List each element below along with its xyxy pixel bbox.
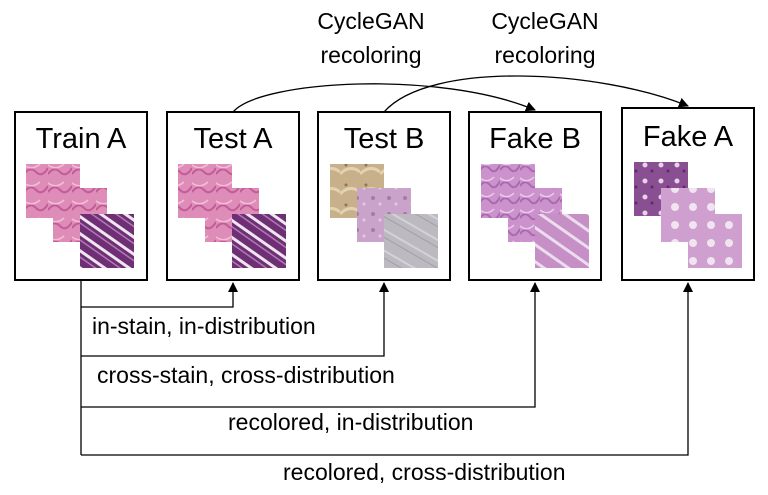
tissue-thumbnails-fake-a	[634, 162, 742, 268]
label-recolored-in: recolored, in-distribution	[228, 409, 473, 435]
box-title-test-b: Test B	[344, 123, 425, 155]
tissue-thumbnails-train-a	[26, 164, 134, 268]
box-fake-a: Fake A	[621, 107, 755, 281]
tissue-thumbnails-fake-b	[481, 164, 589, 268]
arc-cyclegan-test-b-to-fake-a	[383, 75, 689, 113]
arc-cyclegan-test-a-to-fake-b	[232, 83, 536, 113]
connector-recolored-cross	[81, 282, 693, 456]
box-title-fake-a: Fake A	[643, 121, 734, 153]
label-in-stain: in-stain, in-distribution	[92, 313, 316, 339]
box-test-b: Test B	[317, 111, 451, 281]
box-title-fake-b: Fake B	[489, 123, 581, 155]
arc-label-2-line1: CycleGAN	[491, 8, 598, 34]
connector-in-stain	[81, 282, 238, 308]
arc-label-1-line2: recoloring	[321, 42, 422, 68]
tissue-thumbnails-test-a	[178, 164, 286, 268]
tissue-thumbnails-test-b	[330, 164, 438, 268]
connector-recolored-in	[81, 282, 540, 408]
box-test-a: Test A	[166, 111, 300, 281]
connector-cross-stain	[81, 282, 389, 357]
label-recolored-cross: recolored, cross-distribution	[283, 459, 566, 485]
label-cross-stain: cross-stain, cross-distribution	[97, 362, 395, 388]
box-train-a: Train A	[14, 111, 148, 281]
arc-label-2-line2: recoloring	[495, 42, 596, 68]
arc-label-1-line1: CycleGAN	[317, 8, 424, 34]
box-title-train-a: Train A	[36, 123, 127, 155]
box-fake-b: Fake B	[468, 111, 602, 281]
box-title-test-a: Test A	[194, 123, 274, 155]
